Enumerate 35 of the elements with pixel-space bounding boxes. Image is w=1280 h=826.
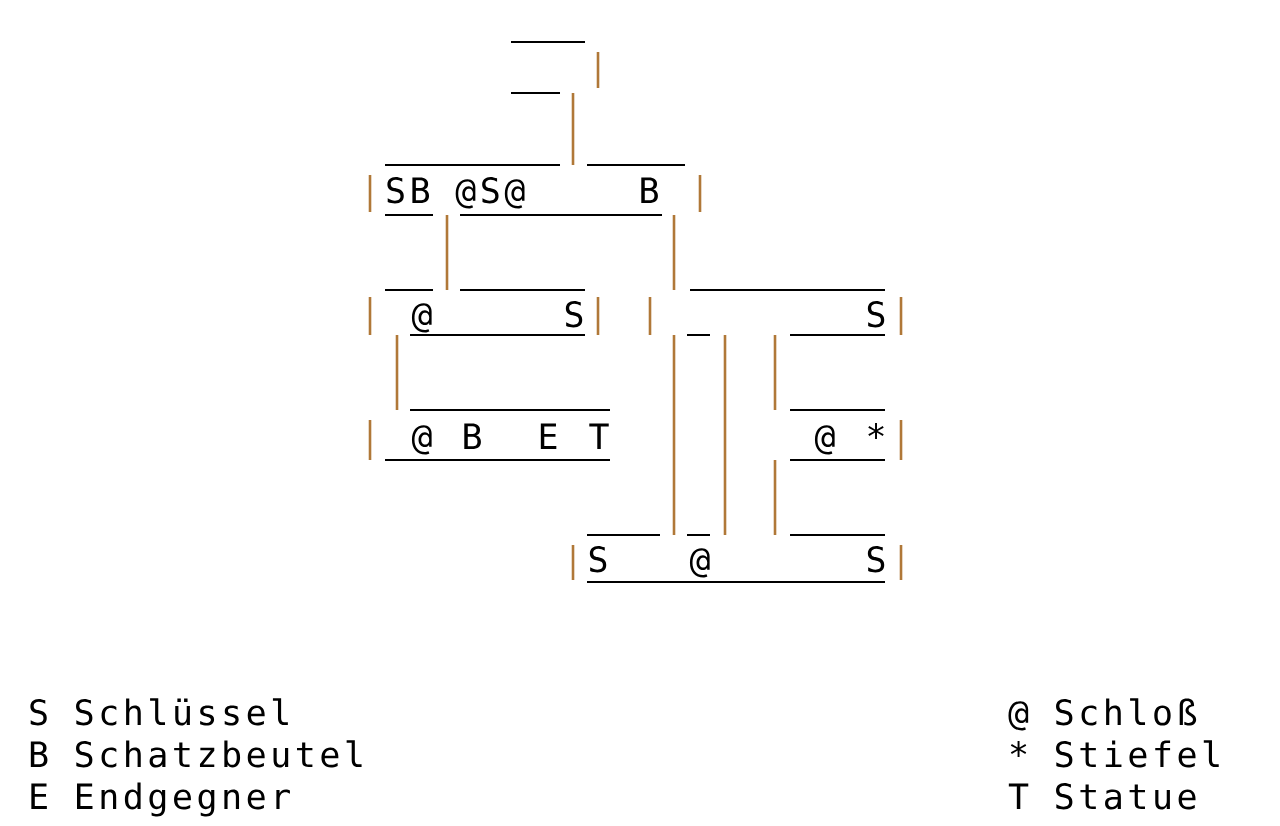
room <box>648 289 903 336</box>
room <box>789 409 903 461</box>
item-symbol: @ <box>814 425 835 455</box>
item-symbol: @ <box>411 425 432 455</box>
item-symbol: SB @S@ <box>387 177 525 209</box>
connector-line <box>672 215 676 290</box>
legend-entry: E Endgegner <box>31 782 290 817</box>
room <box>368 409 611 461</box>
item-symbol: B <box>641 177 658 203</box>
item-symbol: S <box>867 546 885 573</box>
connector-line <box>773 335 777 410</box>
room <box>368 164 702 216</box>
legend-entry: @ Schloß <box>1008 698 1197 731</box>
legend-entry: * Stiefel <box>1010 740 1219 768</box>
connector-line <box>773 460 777 535</box>
item-symbol: S <box>589 546 607 573</box>
connector-line <box>445 215 449 290</box>
legend-entry: S Schlüssel <box>30 698 288 726</box>
connector-line <box>395 335 399 410</box>
connector-line <box>723 335 727 535</box>
item-symbol: * <box>868 423 884 439</box>
staircase <box>510 41 600 94</box>
legend-entry: T Statue <box>1008 783 1196 810</box>
item-symbol: E <box>540 423 557 449</box>
connector-line <box>672 335 676 535</box>
legend-entry: B Schatzbeutel <box>30 740 362 768</box>
item-symbol: @ <box>411 303 432 333</box>
room <box>571 534 903 583</box>
item-symbol: S <box>565 301 583 328</box>
item-symbol: @ <box>689 548 710 578</box>
connector-line <box>571 93 575 165</box>
item-symbol: S <box>867 301 885 328</box>
room <box>368 289 600 336</box>
item-symbol: B <box>464 423 481 449</box>
item-symbol: T <box>589 423 609 449</box>
